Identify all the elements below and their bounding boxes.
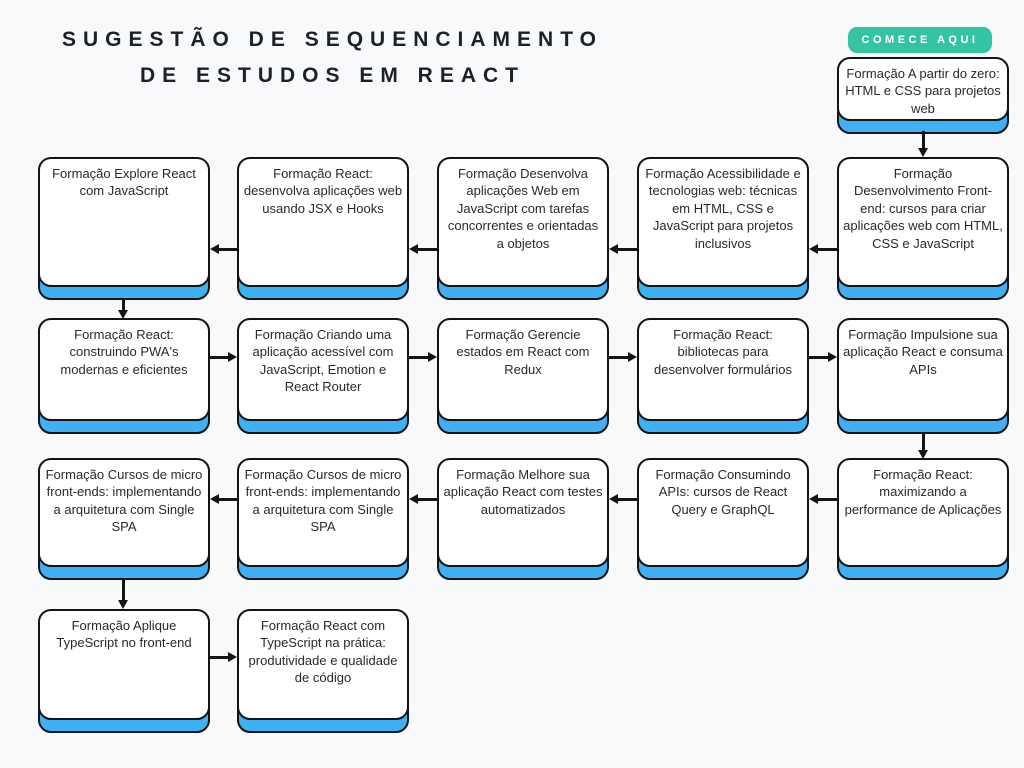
card-body: Formação Melhore sua aplicação React com… <box>437 458 609 567</box>
card-body: Formação Desenvolva aplicações Web em Ja… <box>437 157 609 287</box>
arrow-left-icon <box>409 243 437 255</box>
course-card-text: Formação React: construindo PWA's modern… <box>60 327 188 377</box>
course-card-row4-1: Formação Aplique TypeScript no front-end <box>38 609 210 733</box>
course-card-text: Formação Melhore sua aplicação React com… <box>443 467 603 517</box>
card-body: Formação Aplique TypeScript no front-end <box>38 609 210 720</box>
course-card-start: Formação A partir do zero: HTML e CSS pa… <box>837 57 1009 134</box>
course-card-text: Formação Desenvolvimento Front-end: curs… <box>843 166 1003 251</box>
card-body: Formação Explore React com JavaScript <box>38 157 210 287</box>
course-card-row2-1: Formação React: construindo PWA's modern… <box>38 318 210 434</box>
card-body: Formação A partir do zero: HTML e CSS pa… <box>837 57 1009 121</box>
course-card-text: Formação React: desenvolva aplicações we… <box>243 166 403 216</box>
course-card-text: Formação A partir do zero: HTML e CSS pa… <box>845 66 1001 116</box>
course-card-row3-3: Formação Melhore sua aplicação React com… <box>437 458 609 580</box>
arrow-right-icon <box>409 351 437 363</box>
page-title-line2: DE ESTUDOS EM REACT <box>139 64 526 88</box>
arrow-left-icon <box>210 493 237 505</box>
course-card-text: Formação Acessibilidade e tecnologias we… <box>645 166 801 251</box>
card-body: Formação React: desenvolva aplicações we… <box>237 157 409 287</box>
page-title-line1: SUGESTÃO DE SEQUENCIAMENTO <box>62 28 603 51</box>
card-body: Formação Acessibilidade e tecnologias we… <box>637 157 809 287</box>
start-here-badge: COMECE AQUI <box>848 27 992 53</box>
course-card-row3-2: Formação Cursos de micro front-ends: imp… <box>237 458 409 580</box>
page-title: SUGESTÃO DE SEQUENCIAMENTO DE ESTUDOS EM… <box>40 22 625 94</box>
course-card-row4-2: Formação React com TypeScript na prática… <box>237 609 409 733</box>
course-card-row3-1: Formação Cursos de micro front-ends: imp… <box>38 458 210 580</box>
card-body: Formação Consumindo APIs: cursos de Reac… <box>637 458 809 567</box>
arrow-left-icon <box>609 493 637 505</box>
card-body: Formação Desenvolvimento Front-end: curs… <box>837 157 1009 287</box>
arrow-down-icon <box>117 580 129 609</box>
arrow-left-icon <box>609 243 637 255</box>
course-card-text: Formação Explore React com JavaScript <box>52 166 196 199</box>
course-card-row1-3: Formação Desenvolva aplicações Web em Ja… <box>437 157 609 300</box>
course-card-text: Formação React: maximizando a performanc… <box>844 467 1002 517</box>
arrow-down-icon <box>917 434 929 459</box>
course-card-row1-2: Formação React: desenvolva aplicações we… <box>237 157 409 300</box>
course-card-text: Formação Cursos de micro front-ends: imp… <box>45 467 203 535</box>
card-body: Formação React: bibliotecas para desenvo… <box>637 318 809 421</box>
card-body: Formação Gerencie estados em React com R… <box>437 318 609 421</box>
course-card-row3-4: Formação Consumindo APIs: cursos de Reac… <box>637 458 809 580</box>
card-body: Formação React: maximizando a performanc… <box>837 458 1009 567</box>
course-card-row1-5: Formação Desenvolvimento Front-end: curs… <box>837 157 1009 300</box>
arrow-down-icon <box>117 298 129 319</box>
arrow-right-icon <box>210 351 237 363</box>
course-card-text: Formação Impulsione sua aplicação React … <box>843 327 1003 377</box>
course-card-row2-5: Formação Impulsione sua aplicação React … <box>837 318 1009 434</box>
arrow-left-icon <box>409 493 437 505</box>
arrow-right-icon <box>609 351 637 363</box>
course-card-text: Formação React: bibliotecas para desenvo… <box>653 327 792 377</box>
course-card-text: Formação Gerencie estados em React com R… <box>456 327 590 377</box>
card-body: Formação Impulsione sua aplicação React … <box>837 318 1009 421</box>
course-card-text: Formação Cursos de micro front-ends: imp… <box>244 467 402 535</box>
arrow-right-icon <box>210 651 237 663</box>
card-body: Formação Cursos de micro front-ends: imp… <box>237 458 409 567</box>
course-card-text: Formação Desenvolva aplicações Web em Ja… <box>447 166 599 251</box>
course-card-text: Formação Criando uma aplicação acessível… <box>252 327 394 395</box>
arrow-left-icon <box>809 243 837 255</box>
arrow-right-icon <box>809 351 837 363</box>
card-body: Formação Cursos de micro front-ends: imp… <box>38 458 210 567</box>
course-card-row2-4: Formação React: bibliotecas para desenvo… <box>637 318 809 434</box>
card-body: Formação React: construindo PWA's modern… <box>38 318 210 421</box>
course-card-text: Formação React com TypeScript na prática… <box>248 618 398 686</box>
arrow-left-icon <box>210 243 237 255</box>
course-card-row3-5: Formação React: maximizando a performanc… <box>837 458 1009 580</box>
course-card-row1-4: Formação Acessibilidade e tecnologias we… <box>637 157 809 300</box>
course-card-row1-1: Formação Explore React com JavaScript <box>38 157 210 300</box>
course-card-row2-2: Formação Criando uma aplicação acessível… <box>237 318 409 434</box>
course-card-text: Formação Consumindo APIs: cursos de Reac… <box>655 467 791 517</box>
arrow-down-icon <box>917 131 929 157</box>
course-card-text: Formação Aplique TypeScript no front-end <box>56 618 192 651</box>
card-body: Formação Criando uma aplicação acessível… <box>237 318 409 421</box>
card-body: Formação React com TypeScript na prática… <box>237 609 409 720</box>
arrow-left-icon <box>809 493 837 505</box>
course-card-row2-3: Formação Gerencie estados em React com R… <box>437 318 609 434</box>
